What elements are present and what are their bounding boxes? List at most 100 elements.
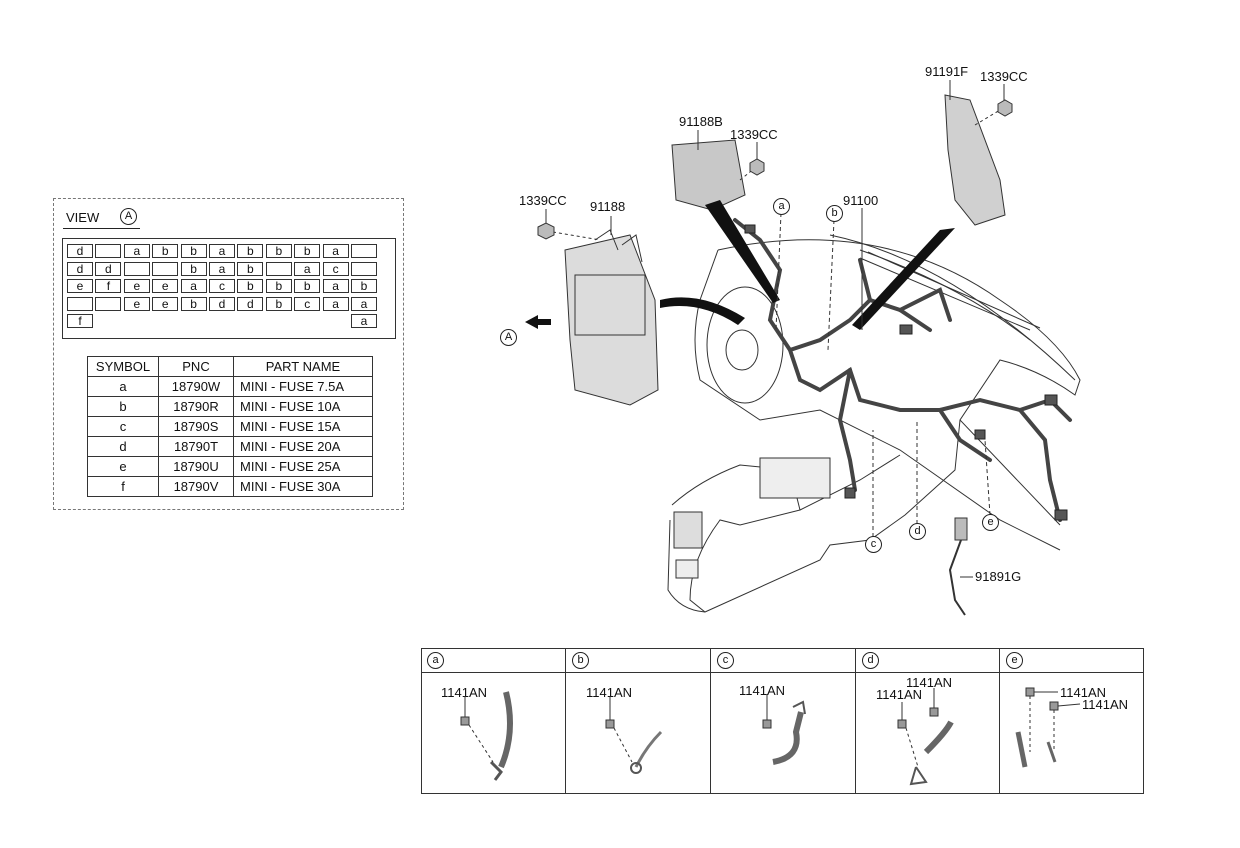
bolt-icon [1025,687,1035,697]
cell-part-name: MINI - FUSE 20A [233,436,373,457]
steering-hub [725,329,759,371]
fuse-slot: c [209,279,235,293]
label-91188b: 91188B [679,114,723,129]
pointer-wedge-91191f [852,228,955,330]
fuse-slot: e [152,279,179,293]
fuse-slot: c [294,296,321,311]
fuse-slot: a [351,296,377,311]
sensor-91891g [954,517,968,541]
fuse-slot [123,261,150,276]
detail-label: 1141AN [876,687,923,702]
view-a-callout: A [500,329,517,346]
fuse-box-ribs [574,274,646,336]
nut-1339cc-right [997,99,1013,117]
fuse-slot: a [322,296,349,311]
fuse-slot [152,261,179,276]
view-arrow [525,315,551,329]
cell-part-name: MINI - FUSE 10A [233,396,373,417]
console-side [799,454,901,511]
fuse-slot [351,244,377,258]
callout-e: e [982,514,999,531]
detail-label: 1141AN [739,683,786,698]
pointer-wedge-91188b [705,200,780,303]
cable [498,691,513,769]
bolt-icon [897,719,907,729]
detail-b: b 1141AN [566,648,711,794]
detail-strip [421,648,1144,794]
fuse-slot: d [95,261,122,276]
connector [1054,509,1068,521]
fuse-slot: b [265,296,292,311]
detail-label: 1141AN [1082,697,1129,712]
detail-header [421,648,565,673]
callout-line-e [984,439,991,516]
fuse-slot: f [95,279,122,293]
console-lower [667,519,706,613]
fuse-box-body [564,234,659,406]
detail-c-drawing [762,694,806,765]
dash [613,727,633,763]
gear-panel [759,457,831,499]
detail-b-drawing [605,696,663,774]
fuse-slot: e [123,279,150,293]
harness-branch-2 [837,368,857,492]
detail-e: e 1141AN 1141AN [1000,648,1144,794]
ring-terminal [630,762,642,774]
fuse-slot: e [67,279,93,293]
fuse-slot: d [67,244,93,258]
dash-line-91191f [974,109,1001,126]
cell-pnc: 18790V [158,476,234,497]
fuse-slot: b [180,244,207,258]
fuse-slot [351,261,377,276]
detail-a-drawing [460,691,513,781]
fuse-slot: d [67,261,93,276]
bolt-icon [605,719,615,729]
detail-label: 1141AN [906,675,953,690]
bolt-icon [460,716,470,726]
callout-b: b [826,205,843,222]
leader [1057,703,1081,707]
view-symbol-circle: A [120,208,137,225]
fuse-slot: e [123,296,150,311]
bracket [792,700,806,715]
junction-part-91188b [671,139,746,211]
label-1339cc-mid: 1339CC [730,127,778,142]
fuse-slot: b [294,244,321,258]
fuse-slot: c [322,261,349,276]
fuse-slot [67,296,93,311]
dash [905,727,919,768]
detail-symbol: d [862,652,879,669]
fuse-slot: b [294,279,321,293]
rear-vent-lower [675,559,699,579]
connector [1044,394,1058,406]
detail-header [711,648,855,673]
label-91188: 91188 [590,199,626,214]
sensor-cable [948,539,966,616]
label-91100: 91100 [843,193,879,208]
cable [923,720,954,755]
fuse-slot: b [265,279,292,293]
center-console-outline [671,419,961,613]
terminal [634,730,663,768]
detail-label: 1141AN [1060,685,1107,700]
fuse-slot [265,261,292,276]
view-title: VIEW [66,210,100,225]
fuse-slot: b [265,244,292,258]
fuse-slot: b [180,296,207,311]
detail-symbol: e [1006,652,1023,669]
dash [1029,696,1055,752]
fuse-slot [95,244,122,258]
nut-1339cc-mid [749,158,765,176]
detail-header [1000,648,1144,673]
detail-d-drawing [897,688,954,786]
fuse-slot: a [322,244,349,258]
harness-branch-6 [898,287,952,322]
cell-part-name: MINI - FUSE 7.5A [233,376,373,397]
fuse-slot [95,296,122,311]
detail-symbol: a [427,652,444,669]
dashboard-outline [694,239,1081,551]
view-title-underline [63,228,140,229]
